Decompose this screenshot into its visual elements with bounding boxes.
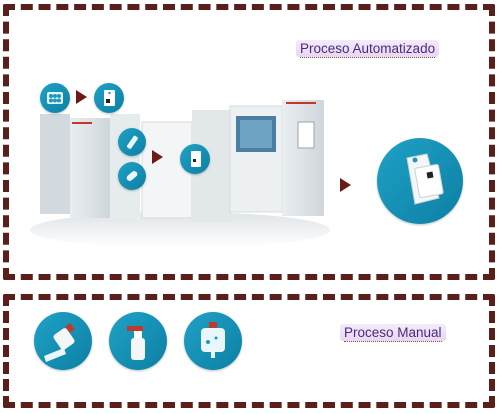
manual-process-panel xyxy=(3,294,495,408)
label-tag-icon xyxy=(94,83,124,113)
dropper-bottle-icon xyxy=(34,312,92,370)
iv-bag-icon xyxy=(184,312,242,370)
automated-process-label: Proceso Automatizado xyxy=(296,40,440,58)
blister-pack-icon xyxy=(40,83,70,113)
manual-process-label: Proceso Manual xyxy=(340,324,446,342)
labeled-bag-icon xyxy=(377,138,463,224)
tablet-icon xyxy=(118,162,146,190)
flow-arrow-2 xyxy=(152,150,163,164)
output-label-icon xyxy=(180,144,210,174)
flow-arrow-1 xyxy=(76,90,87,104)
spray-bottle-icon xyxy=(109,312,167,370)
vial-icon xyxy=(118,128,146,156)
automated-process-panel xyxy=(3,4,495,280)
flow-arrow-result xyxy=(340,178,351,192)
